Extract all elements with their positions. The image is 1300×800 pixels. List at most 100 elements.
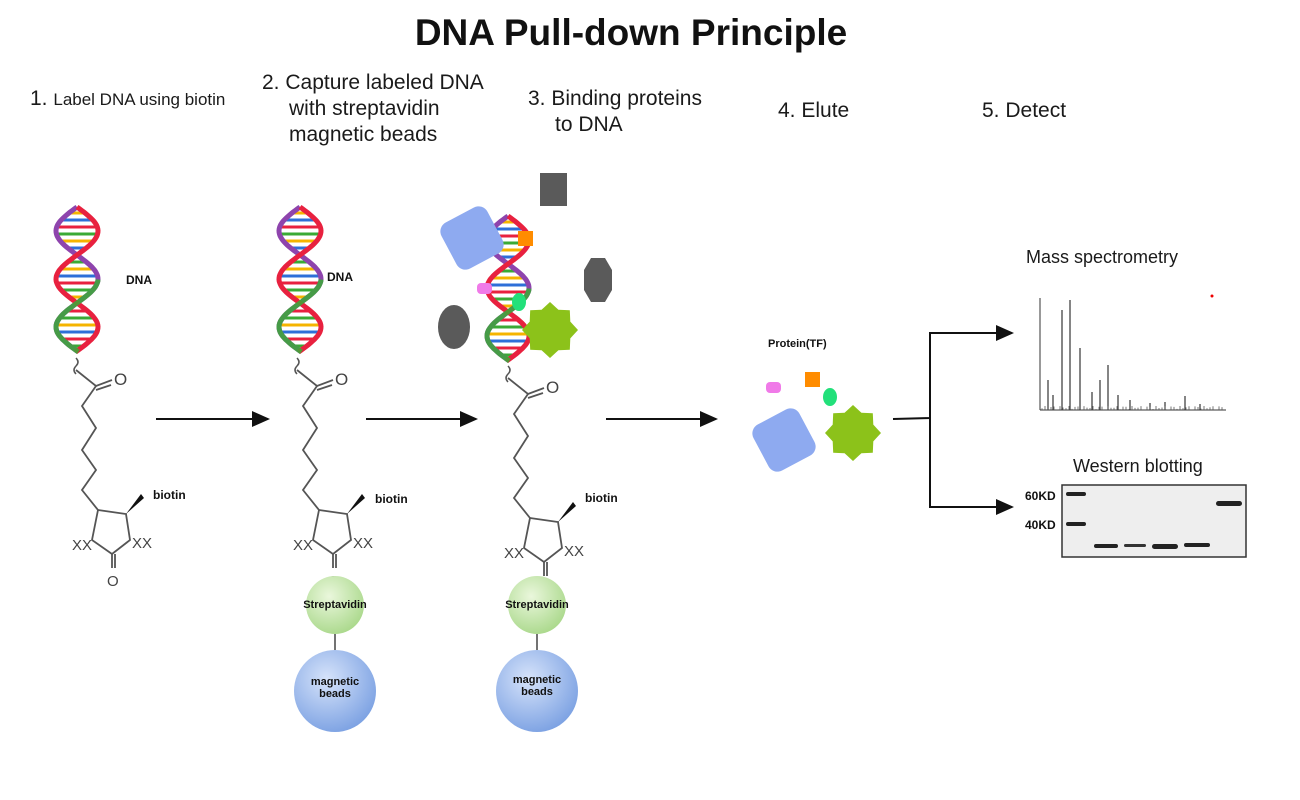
- step-5-text: Detect: [1005, 99, 1067, 122]
- protein-mint-eluted: [823, 388, 837, 406]
- sample-band-1: [1094, 544, 1118, 548]
- linker-squiggle: [505, 365, 511, 383]
- step-2-number: 2.: [262, 71, 280, 94]
- streptavidin-2: [306, 576, 364, 634]
- arrow-to-western: [929, 418, 1014, 515]
- mass-spectrum-plot: [1039, 294, 1226, 411]
- carbonyl-bond: [507, 377, 545, 396]
- xx-left: XX: [293, 537, 313, 554]
- step-2-text-line3: magnetic beads: [289, 123, 438, 146]
- xx-right: XX: [132, 535, 152, 552]
- step-2-text-line2: with streptavidin: [289, 97, 440, 120]
- step-1-text: Label DNA using biotin: [53, 90, 226, 109]
- step-2-text-line1: Capture labeled DNA: [285, 71, 484, 94]
- dna-helix-2: [276, 204, 324, 355]
- protein-pink-bound: [477, 283, 492, 294]
- stereo-wedge: [558, 502, 576, 522]
- carbonyl-oxygen: O: [114, 370, 127, 389]
- sample-band-5: [1216, 501, 1242, 506]
- carbonyl-oxygen: O: [335, 370, 348, 389]
- western-blot: [1061, 484, 1247, 558]
- streptavidin-label-3: Streptavidin: [505, 599, 569, 611]
- alkyl-chain: [301, 385, 320, 511]
- western-title: Western blotting: [1073, 456, 1203, 476]
- linker-squiggle: [73, 357, 79, 375]
- step-3-number: 3.: [528, 87, 546, 110]
- carbonyl-bond: [296, 369, 334, 388]
- protein-gray-oval: [438, 305, 470, 349]
- biotin-label-3: biotin: [585, 491, 618, 505]
- kd40-label: 40KD: [1025, 518, 1056, 532]
- ms-peaks: [1041, 294, 1223, 410]
- xx-left: XX: [72, 537, 92, 554]
- step-4-label: 4. Elute: [778, 98, 849, 124]
- dna-strand-front: [276, 204, 324, 355]
- protein-orange-eluted: [805, 372, 820, 387]
- magnetic-beads-label-3: magnetic beads: [512, 674, 562, 698]
- dna-strand-back: [53, 204, 101, 355]
- step-4-number: 4.: [778, 99, 796, 122]
- protein-green-bound: [522, 302, 578, 358]
- step-4-text: Elute: [801, 99, 850, 122]
- xx-right: XX: [353, 535, 373, 552]
- carbonyl-double-bond: [316, 384, 333, 391]
- stereo-wedge: [126, 494, 144, 514]
- dna-strand-front: [53, 204, 101, 355]
- step-5-label: 5. Detect: [982, 98, 1066, 124]
- biotin-ring: [91, 508, 131, 556]
- alkyl-chain: [80, 385, 99, 511]
- carbonyl-double-bond: [95, 384, 112, 391]
- xx-left: XX: [504, 545, 524, 562]
- step-5-number: 5.: [982, 99, 1000, 122]
- biotin-label-2: biotin: [375, 492, 408, 506]
- protein-gray-octagon: [584, 258, 612, 302]
- protein-blue-bound: [440, 206, 504, 270]
- dna-strand-green: [276, 279, 324, 355]
- biotin-ring: [523, 516, 563, 564]
- streptavidin-3: [508, 576, 566, 634]
- biotin-label-1: biotin: [153, 488, 186, 502]
- urea-oxygen: O: [107, 573, 119, 590]
- step-1-number: 1.: [30, 87, 48, 110]
- step-2-label: 2. Capture labeled DNA with streptavidin…: [262, 70, 522, 148]
- mass-spec-title: Mass spectrometry: [1026, 247, 1179, 267]
- carbonyl-bond: [75, 369, 113, 388]
- magnetic-bead-3: [496, 650, 578, 732]
- sample-band-3: [1152, 544, 1178, 549]
- ladder-band-40: [1066, 522, 1086, 526]
- alkyl-chain: [512, 393, 531, 519]
- protein-blue-eluted: [752, 408, 816, 472]
- carbonyl-oxygen: O: [546, 378, 559, 397]
- xx-right: XX: [564, 543, 584, 560]
- dna-label-2: DNA: [327, 270, 353, 284]
- biotin-linker-1: O XX XX O: [72, 357, 152, 590]
- protein-group-eluted: [752, 372, 881, 472]
- carbonyl-double-bond: [527, 392, 544, 399]
- step-3-text-line1: Binding proteins: [551, 87, 702, 110]
- sample-band-4: [1184, 543, 1210, 547]
- step-3-label: 3. Binding proteins to DNA: [528, 86, 748, 138]
- protein-tf-label: Protein(TF): [768, 338, 827, 350]
- biotin-ring: [312, 508, 352, 556]
- protein-orange-bound: [518, 231, 533, 246]
- magnetic-beads-label-2: magnetic beads: [310, 676, 360, 700]
- protein-gray-square: [540, 173, 567, 206]
- dna-strand-green: [53, 279, 101, 355]
- page-title: DNA Pull-down Principle: [414, 12, 848, 53]
- protein-pink-eluted: [766, 382, 781, 393]
- linker-squiggle: [294, 357, 300, 375]
- step-1-label: 1. Label DNA using biotin: [30, 86, 225, 113]
- protein-mint-bound: [512, 293, 526, 311]
- protein-green-eluted: [825, 405, 881, 461]
- magnetic-bead-2: [294, 650, 376, 732]
- stereo-wedge: [347, 494, 365, 514]
- dna-label-1: DNA: [126, 273, 152, 287]
- kd60-label: 60KD: [1025, 489, 1056, 503]
- step-3-text-line2: to DNA: [555, 113, 623, 136]
- ladder-band-60: [1066, 492, 1086, 496]
- streptavidin-label-2: Streptavidin: [303, 599, 367, 611]
- dna-helix-1: [53, 204, 101, 355]
